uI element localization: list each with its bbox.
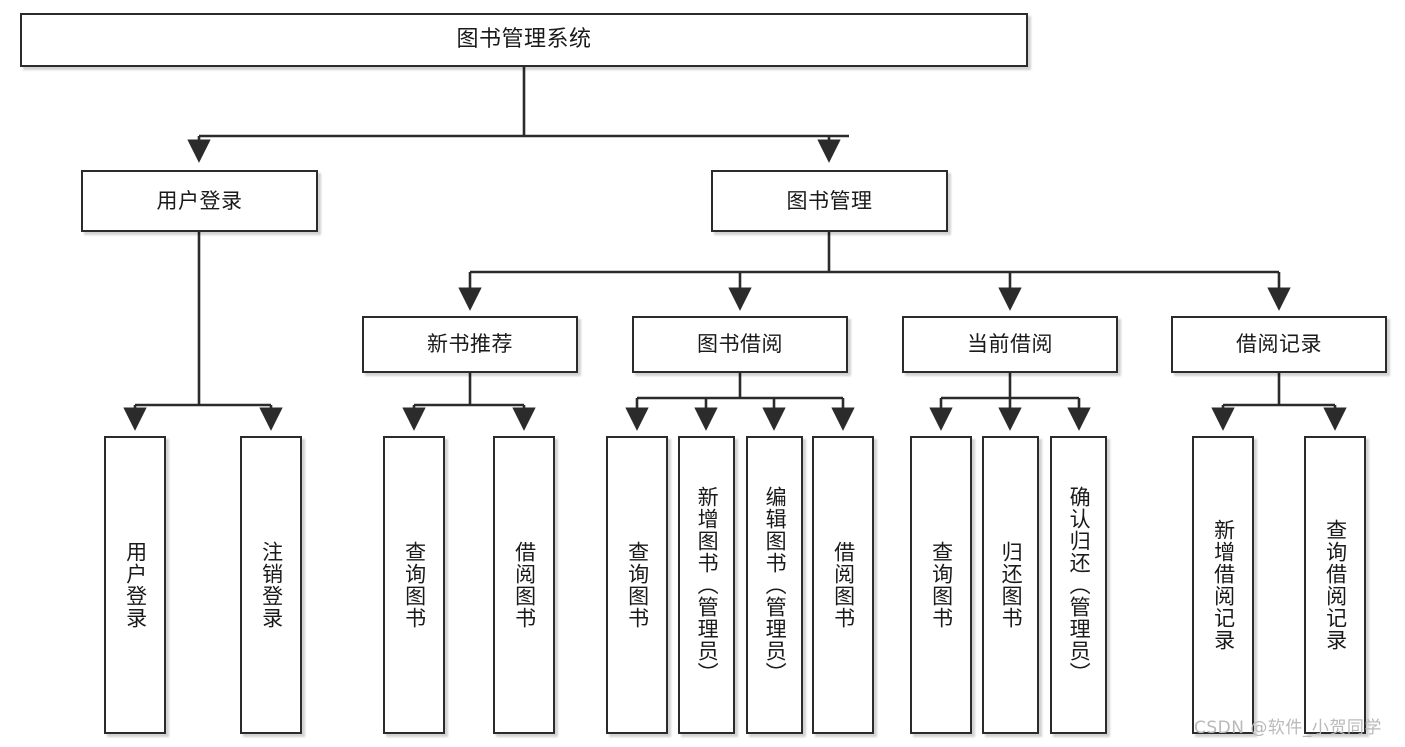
- node-label: 编辑图书（管理员）: [763, 486, 788, 684]
- node-label: 新增图书（管理员）: [695, 486, 720, 684]
- node-label: 确认归还（管理员）: [1067, 486, 1092, 684]
- node-label: 查询借阅记录: [1323, 519, 1348, 651]
- node-label: 注销登录: [259, 541, 284, 629]
- leaf-current-borrow-confirm-return-admin[interactable]: 确认归还（管理员）: [1050, 436, 1107, 734]
- node-book-management[interactable]: 图书管理: [711, 170, 948, 232]
- node-book-borrow[interactable]: 图书借阅: [632, 316, 848, 373]
- node-label: 图书管理系统: [456, 27, 592, 53]
- leaf-user-login-login[interactable]: 用户登录: [104, 436, 166, 734]
- leaf-book-borrow-borrow-book[interactable]: 借阅图书: [812, 436, 874, 734]
- leaf-current-borrow-query-book[interactable]: 查询图书: [910, 436, 972, 734]
- node-label: 新书推荐: [427, 332, 513, 357]
- node-root-book-management-system[interactable]: 图书管理系统: [20, 13, 1028, 67]
- node-label: 新增借阅记录: [1211, 519, 1236, 651]
- leaf-borrow-record-query-record[interactable]: 查询借阅记录: [1304, 436, 1366, 734]
- node-label: 借阅图书: [512, 541, 537, 629]
- node-label: 查询图书: [402, 541, 427, 629]
- node-borrow-record[interactable]: 借阅记录: [1171, 316, 1387, 373]
- leaf-current-borrow-return-book[interactable]: 归还图书: [982, 436, 1039, 734]
- leaf-user-login-logout[interactable]: 注销登录: [240, 436, 302, 734]
- node-label: 图书管理: [786, 188, 873, 213]
- node-label: 用户登录: [156, 188, 243, 213]
- node-label: 查询图书: [929, 541, 954, 629]
- leaf-book-borrow-edit-book-admin[interactable]: 编辑图书（管理员）: [746, 436, 803, 734]
- node-label: 查询图书: [625, 541, 650, 629]
- leaf-new-book-query-book[interactable]: 查询图书: [383, 436, 445, 734]
- node-label: 借阅图书: [831, 541, 856, 629]
- node-label: 归还图书: [999, 541, 1024, 629]
- leaf-borrow-record-add-record[interactable]: 新增借阅记录: [1192, 436, 1254, 734]
- node-user-login[interactable]: 用户登录: [81, 170, 318, 232]
- node-current-borrow[interactable]: 当前借阅: [902, 316, 1118, 373]
- node-label: 借阅记录: [1236, 332, 1322, 357]
- leaf-new-book-borrow-book[interactable]: 借阅图书: [493, 436, 555, 734]
- leaf-book-borrow-add-book-admin[interactable]: 新增图书（管理员）: [678, 436, 735, 734]
- node-label: 当前借阅: [967, 332, 1053, 357]
- node-new-book-recommend[interactable]: 新书推荐: [362, 316, 578, 373]
- leaf-book-borrow-query-book[interactable]: 查询图书: [606, 436, 668, 734]
- node-label: 图书借阅: [697, 332, 783, 357]
- node-label: 用户登录: [123, 541, 148, 629]
